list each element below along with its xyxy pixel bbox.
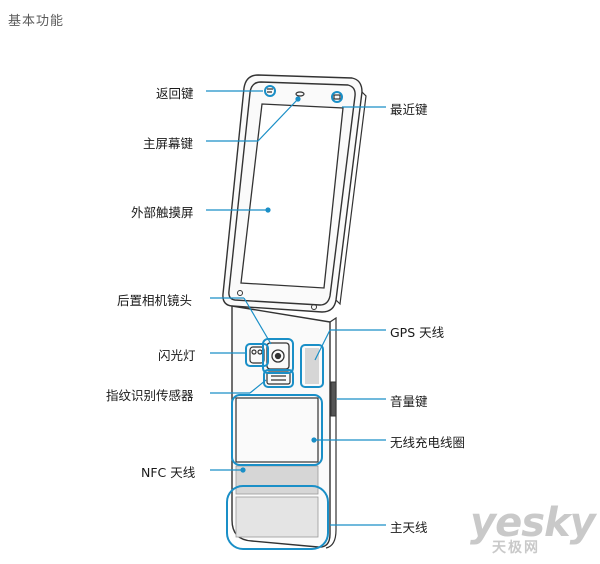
recent-key-icon [333,94,341,100]
flash-highlight [245,343,269,367]
leader-home-key-d [257,98,299,142]
gps-highlight [300,344,324,388]
external-touchscreen [240,103,344,289]
label-main-antenna: 主天线 [390,520,428,535]
leader-gps-d [314,329,331,361]
wireless-coil-highlight [231,394,323,466]
main-antenna-highlight [226,485,329,550]
label-wireless-charging-coil: 无线充电线圈 [390,435,466,450]
nfc-antenna-area [235,465,319,495]
label-gps-antenna: GPS 天线 [390,325,445,340]
back-key-icon [267,88,273,93]
top-keys [267,88,341,100]
home-key-icon [295,91,305,97]
recent-key-highlight [331,91,343,103]
rear-camera-highlight [262,338,294,374]
back-key-highlight [264,85,276,97]
watermark-subtext: 天极网 [492,540,540,556]
label-back-key: 返回键 [156,86,194,101]
leader-fingerprint-d [249,379,267,394]
leader-home-key-dot [295,96,301,102]
label-external-touchscreen: 外部触摸屏 [131,205,194,220]
label-rear-camera: 后置相机镜头 [117,293,193,308]
gps-antenna-area [305,348,319,384]
label-fingerprint-sensor: 指纹识别传感器 [106,388,194,403]
wireless-charging-coil [235,397,319,463]
fingerprint-highlight [263,369,294,388]
section-title: 基本功能 [8,14,65,29]
volume-key [330,381,337,417]
watermark-logo: yesky [470,500,596,546]
label-flash: 闪光灯 [158,348,196,363]
label-volume-key: 音量键 [390,394,428,409]
label-nfc-antenna: NFC 天线 [141,465,196,480]
leader-camera-d [243,297,272,345]
label-home-key: 主屏幕键 [143,136,194,151]
label-recent-key: 最近键 [390,102,428,117]
main-antenna-area [235,496,319,538]
